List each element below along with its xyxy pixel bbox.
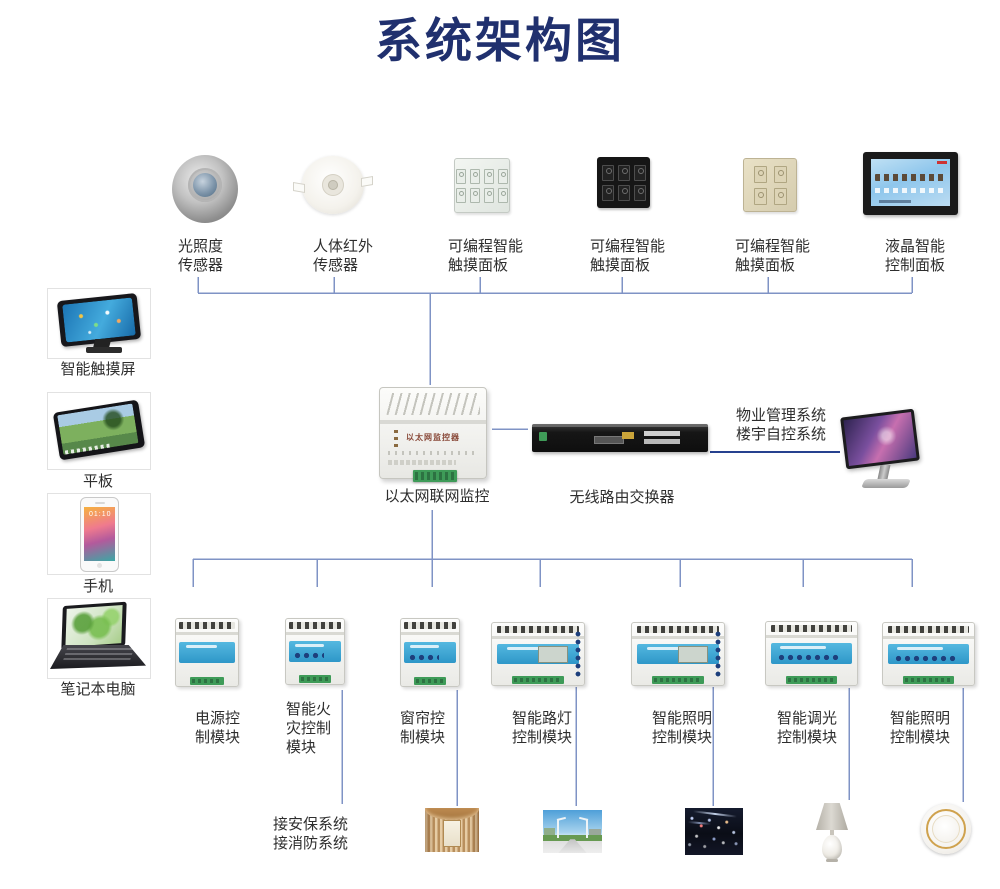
touch-panel-beige-label: 可编程智能 触摸面板	[735, 238, 811, 274]
pir-lens	[328, 180, 338, 190]
curtain-picture	[425, 808, 479, 852]
touch-panel-black-image	[597, 157, 650, 208]
light-sensor-label: 光照度 传感器	[178, 238, 224, 274]
pir-tab-left	[293, 181, 305, 194]
touch-panel-white-label: 可编程智能 触摸面板	[448, 238, 524, 274]
lcd-panel-label: 液晶智能 控制面板	[885, 238, 946, 274]
gateway-leds	[394, 430, 398, 448]
lcd-button-row	[875, 188, 946, 194]
phone-image: 01:10	[80, 497, 119, 572]
pir-sensor-image	[293, 156, 373, 214]
security-fire-note: 接安保系统 接消防系统	[273, 816, 349, 852]
ceiling-light-picture	[921, 804, 971, 854]
touch-panel-white-image	[454, 158, 510, 213]
laptop-label: 笔记本电脑	[60, 681, 136, 698]
gateway-terminal	[413, 470, 457, 482]
management-system-label: 物业管理系统 楼宇自控系统	[735, 407, 826, 443]
touchscreen-box	[47, 288, 151, 359]
curtain-control-module-label: 窗帘控 制模块	[400, 710, 446, 746]
curtain-control-module-image	[400, 618, 460, 687]
dimming-control-module-label: 智能调光 控制模块	[777, 710, 838, 746]
dimming-control-module-image	[765, 621, 858, 686]
laptop-screen	[61, 601, 127, 651]
streetlight-control-module-label: 智能路灯 控制模块	[512, 710, 573, 746]
lighting-control-module-2-image	[882, 622, 975, 686]
power-control-module-label: 电源控 制模块	[195, 710, 241, 746]
phone-label: 手机	[82, 578, 113, 595]
pir-sensor-label: 人体红外 传感器	[313, 238, 374, 274]
router-logo	[539, 432, 547, 441]
lcd-panel-image	[863, 152, 958, 215]
street-light-picture	[543, 810, 602, 853]
tablet-image	[52, 399, 146, 461]
phone-box: 01:10	[47, 493, 151, 575]
light-sensor-lens	[193, 172, 217, 197]
lcd-icon-row	[875, 174, 946, 182]
lighting-control-module-1-label: 智能照明 控制模块	[652, 710, 713, 746]
table-lamp-picture	[813, 803, 851, 863]
streetlight-control-module-image	[491, 622, 585, 686]
router-image	[532, 424, 708, 452]
tablet-box	[47, 392, 151, 470]
tablet-label: 平板	[82, 473, 113, 490]
gateway-device-text: 以太网监控器	[406, 433, 460, 442]
touch-panel-beige-image	[743, 158, 797, 212]
gateway-label: 以太网联网监控	[384, 488, 490, 505]
page-title: 系统架构图	[375, 14, 625, 67]
lighting-control-module-2-label: 智能照明 控制模块	[890, 710, 951, 746]
phone-time: 01:10	[89, 511, 112, 518]
fire-control-module-image	[285, 618, 345, 685]
light-sensor-image	[172, 155, 238, 223]
fire-control-module-label: 智能火 灾控制 模块	[286, 701, 332, 756]
laptop-box	[47, 598, 151, 679]
lcd-logo	[937, 161, 947, 164]
touchscreen-label: 智能触摸屏	[60, 361, 136, 378]
night-lighting-picture	[685, 808, 743, 855]
power-control-module-image	[175, 618, 239, 687]
router-label: 无线路由交换器	[569, 489, 675, 506]
touch-panel-black-label: 可编程智能 触摸面板	[590, 238, 666, 274]
laptop-base	[50, 645, 146, 669]
lighting-control-module-1-image	[631, 622, 725, 686]
management-monitor-image	[840, 408, 921, 493]
ethernet-gateway-image: 以太网监控器	[379, 387, 487, 482]
